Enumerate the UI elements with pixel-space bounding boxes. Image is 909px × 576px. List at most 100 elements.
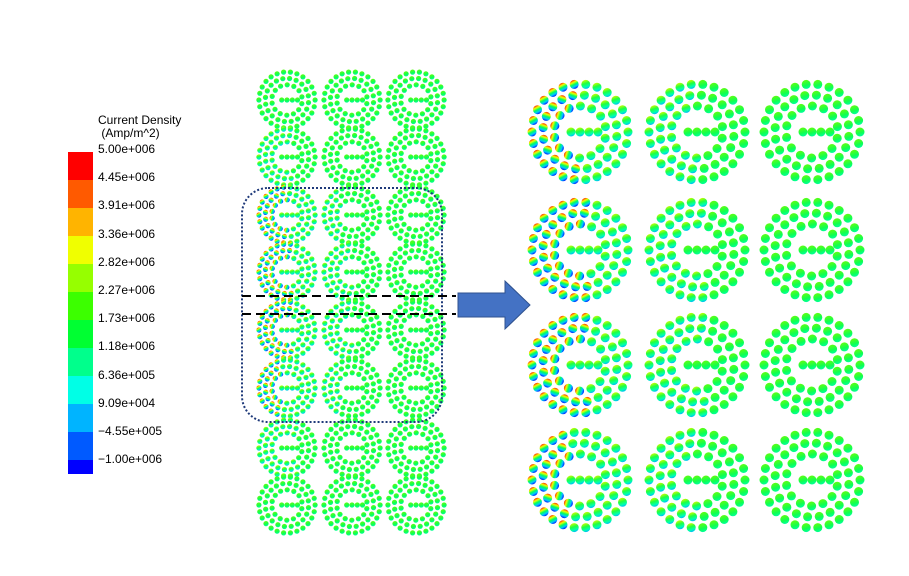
strand [665,206,675,215]
strand [377,97,383,103]
strand [257,509,263,515]
strand [397,468,403,474]
strand [264,493,270,499]
strand [309,225,315,231]
strand [813,312,823,322]
strand [376,161,382,167]
strand [611,507,621,517]
strand [263,464,269,470]
strand [321,502,327,508]
strand [811,90,821,100]
strand [428,266,434,272]
strand [360,173,366,179]
strand [364,389,370,395]
cable-cross-section [321,299,383,361]
color-swatch [68,152,93,180]
strand [388,141,394,147]
strand [801,312,811,322]
strand [814,511,824,521]
strand [330,396,336,402]
strand [704,222,714,232]
strand [789,213,799,223]
strand [311,219,317,225]
strand [311,438,317,444]
strand [710,277,720,287]
strand [289,327,295,333]
strand [327,151,334,157]
strand [397,370,403,376]
strand [333,408,339,414]
strand [333,525,339,531]
strand [305,381,311,387]
strand [284,112,290,118]
scale-label: 1.73e+006 [98,311,156,326]
strand [527,475,537,485]
strand [740,245,750,255]
strand [296,260,302,266]
strand [543,145,553,155]
strand [850,267,859,277]
strand [269,401,275,407]
strand [401,317,407,323]
strand [854,349,864,358]
strand [349,370,355,376]
strand [274,123,280,129]
strand [825,127,835,137]
strand [328,250,334,256]
strand [696,438,706,448]
strand [434,135,440,141]
strand [359,123,365,129]
strand [338,483,344,489]
strand [434,250,440,256]
strand [724,227,734,237]
strand [424,231,430,237]
strand [428,449,434,455]
strand [361,88,367,94]
strand [262,499,269,505]
strand [294,476,300,482]
strand [356,313,362,319]
strand [593,277,603,287]
strand [622,234,632,243]
strand [423,71,429,77]
strand [765,105,774,115]
strand [287,241,293,247]
strand [365,189,371,195]
strand [410,233,416,240]
strand [548,206,558,215]
strand [392,426,398,432]
strand [269,170,275,176]
strand [355,341,361,347]
strand [824,172,834,182]
strand [355,168,361,174]
strand [333,254,339,260]
strand [425,107,431,113]
strand [739,487,749,496]
strand [304,221,310,227]
strand [685,209,695,219]
cable-cross-section [527,427,633,533]
strand [418,154,424,160]
strand [303,374,309,380]
strand [420,83,426,89]
strand [356,371,362,377]
strand [259,489,265,495]
strand [278,313,284,319]
strand [376,334,382,340]
strand [423,154,430,160]
strand [356,488,362,494]
color-swatch [68,376,93,404]
strand [724,109,734,119]
strand [394,280,400,286]
strand [739,116,749,125]
strand [269,265,275,271]
strand [287,423,293,430]
strand [807,360,817,370]
strand [321,269,327,275]
strand [434,346,440,352]
strand [801,197,811,207]
strand [274,359,280,365]
strand [855,245,865,255]
strand [256,385,262,391]
strand [413,517,419,523]
